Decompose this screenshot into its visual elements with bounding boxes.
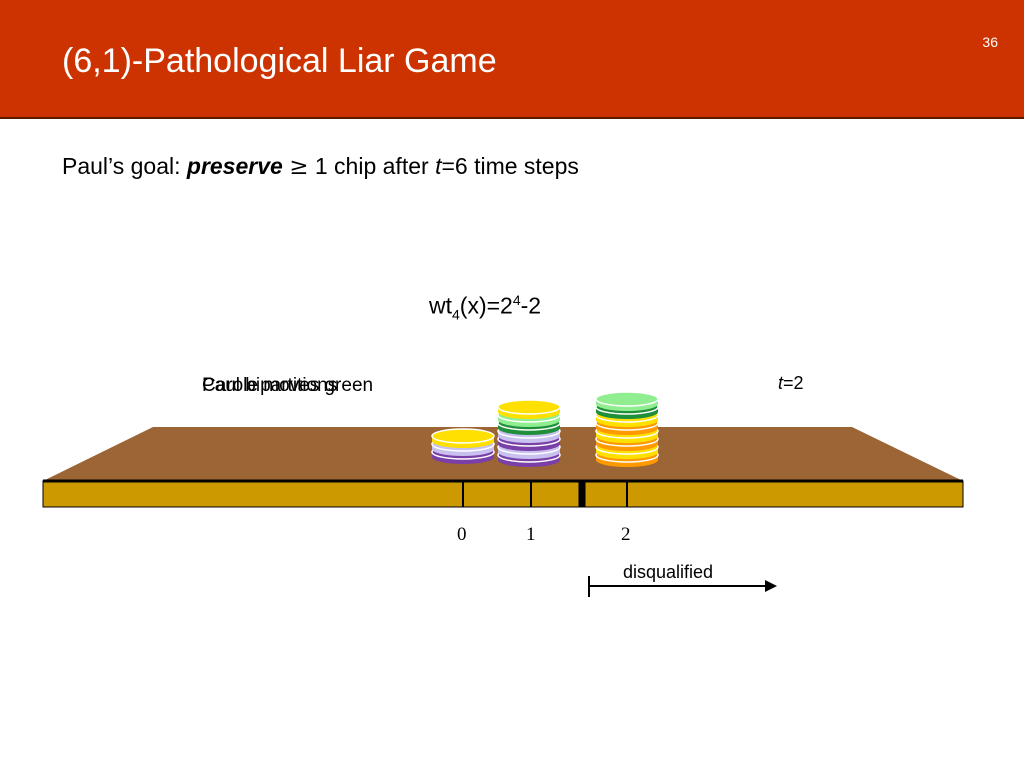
chip-stacks xyxy=(431,391,659,467)
position-label-1: 1 xyxy=(526,524,536,545)
chip-lightgreen xyxy=(595,391,659,411)
position-label-2: 2 xyxy=(621,524,631,545)
disqualified-arrow-head xyxy=(765,580,777,592)
formula-sub: 4 xyxy=(452,306,460,323)
goal-t: t xyxy=(435,153,442,179)
formula-sup: 4 xyxy=(512,292,521,308)
slide-title: (6,1)-Pathological Liar Game xyxy=(62,42,497,80)
time-step-value: =2 xyxy=(783,373,804,393)
formula-base: wt xyxy=(429,292,452,319)
formula-end: -2 xyxy=(520,292,542,319)
time-step-t: t xyxy=(778,373,784,393)
formula-mid: (x)=2 xyxy=(459,292,513,319)
chip-yellow xyxy=(497,399,561,419)
title-bar: (6,1)-Pathological Liar Game 36 xyxy=(0,0,1024,119)
goal-statement: Paul’s goal: preserve ≥ 1 chip after t=6… xyxy=(62,153,579,180)
overlay-text-b: Carole moves green xyxy=(202,375,374,396)
goal-prefix: Paul’s goal: xyxy=(62,153,187,179)
time-step: t=2 xyxy=(778,373,804,394)
slide-number: 36 xyxy=(982,34,998,50)
goal-middle: 1 chip after xyxy=(308,153,436,179)
overlay-text-a: Paul bipartitions xyxy=(202,375,338,396)
disqualified-label: disqualified xyxy=(623,562,714,582)
position-label-0: 0 xyxy=(457,524,467,545)
chip-yellow xyxy=(431,428,495,448)
goal-emphasis: preserve xyxy=(186,153,283,179)
weight-formula: wt4(x)=24-2 xyxy=(429,292,541,322)
goal-symbol: ≥ xyxy=(289,154,309,180)
position-rail xyxy=(42,480,964,508)
goal-suffix: =6 time steps xyxy=(441,153,579,179)
